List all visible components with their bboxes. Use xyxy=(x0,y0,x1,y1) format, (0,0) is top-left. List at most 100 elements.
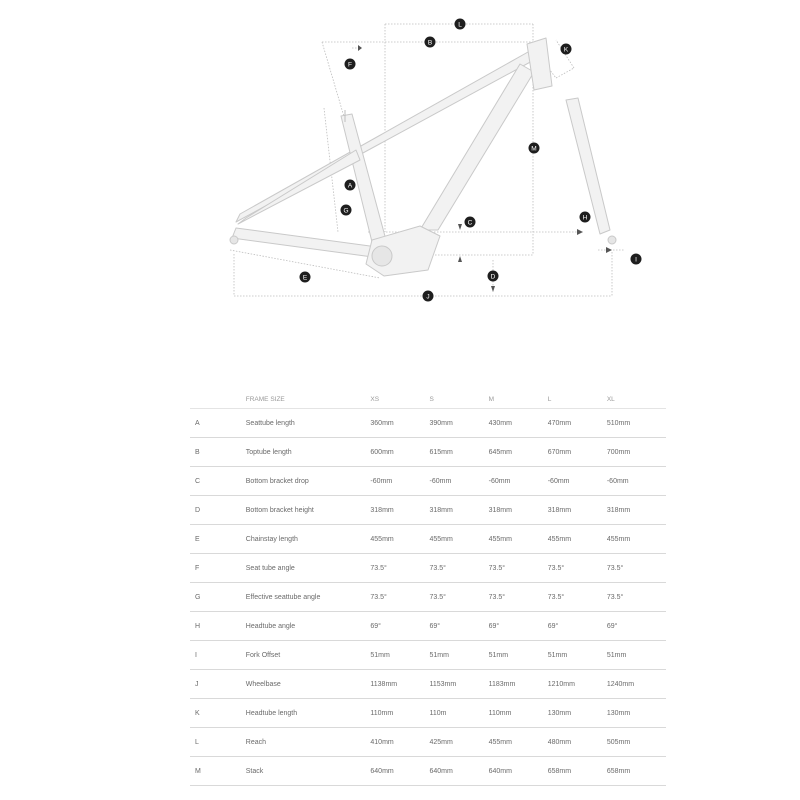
row-value: 658mm xyxy=(606,756,666,786)
svg-text:J: J xyxy=(426,294,429,301)
row-value: 410mm xyxy=(370,727,430,757)
row-value: 505mm xyxy=(606,727,666,757)
marker-G: G xyxy=(340,204,352,216)
marker-D: D xyxy=(487,270,499,282)
row-key: J xyxy=(190,669,246,699)
row-value: 670mm xyxy=(547,437,607,467)
svg-text:A: A xyxy=(348,183,353,190)
row-value: 1183mm xyxy=(488,669,548,699)
marker-K: K xyxy=(560,43,572,55)
svg-text:C: C xyxy=(468,220,473,227)
row-value: 69° xyxy=(429,611,489,641)
row-value: 318mm xyxy=(606,495,666,525)
row-key: E xyxy=(190,524,246,554)
row-label: Stack xyxy=(245,756,371,786)
row-value: 455mm xyxy=(606,524,666,554)
marker-E: E xyxy=(299,271,311,283)
row-value: 73.5° xyxy=(606,582,666,612)
row-key: K xyxy=(190,698,246,728)
row-value: 73.5° xyxy=(488,582,548,612)
row-value: 470mm xyxy=(547,408,607,438)
row-key: G xyxy=(190,582,246,612)
row-label: Seat tube angle xyxy=(245,553,371,583)
seat-tube xyxy=(340,113,387,243)
row-value: 700mm xyxy=(606,437,666,467)
row-value: 510mm xyxy=(606,408,666,438)
row-value: 455mm xyxy=(429,524,489,554)
row-key: A xyxy=(190,408,246,438)
row-value: 430mm xyxy=(488,408,548,438)
svg-text:L: L xyxy=(458,22,462,29)
row-label: Bottom bracket drop xyxy=(245,466,371,496)
row-value: 455mm xyxy=(488,524,548,554)
row-value: 645mm xyxy=(488,437,548,467)
row-value: -60mm xyxy=(547,466,607,496)
row-value: 73.5° xyxy=(429,582,489,612)
marker-B: B xyxy=(424,36,436,48)
chain-stay xyxy=(231,227,386,259)
row-value: 1138mm xyxy=(370,669,430,699)
fork xyxy=(565,97,611,235)
row-value: 110mm xyxy=(488,698,548,728)
row-key: F xyxy=(190,553,246,583)
row-value: 73.5° xyxy=(606,553,666,583)
row-value: 318mm xyxy=(370,495,430,525)
header-size-xl: XL xyxy=(606,390,666,409)
row-value: 69° xyxy=(547,611,607,641)
row-value: 640mm xyxy=(370,756,430,786)
row-value: 51mm xyxy=(547,640,607,670)
row-value: 318mm xyxy=(488,495,548,525)
row-key: L xyxy=(190,727,246,757)
row-key: I xyxy=(190,640,246,670)
row-label: Reach xyxy=(245,727,371,757)
row-value: 425mm xyxy=(429,727,489,757)
row-value: 130mm xyxy=(606,698,666,728)
row-value: 73.5° xyxy=(488,553,548,583)
row-value: 69° xyxy=(488,611,548,641)
row-label: Effective seattube angle xyxy=(245,582,371,612)
row-value: 73.5° xyxy=(429,553,489,583)
seat-stay xyxy=(237,149,361,225)
header-frame-size: FRAME SIZE xyxy=(245,390,371,409)
header-size-xs: XS xyxy=(370,390,430,409)
svg-text:D: D xyxy=(491,274,496,281)
row-label: Seattube length xyxy=(245,408,371,438)
row-value: 615mm xyxy=(429,437,489,467)
row-value: 455mm xyxy=(370,524,430,554)
header-size-l: L xyxy=(547,390,607,409)
row-value: 1153mm xyxy=(429,669,489,699)
frame-geometry-diagram: L B K F M A G C H I D E J xyxy=(229,18,642,302)
row-value: 318mm xyxy=(429,495,489,525)
row-value: -60mm xyxy=(370,466,430,496)
row-value: 51mm xyxy=(606,640,666,670)
row-label: Chainstay length xyxy=(245,524,371,554)
header-key xyxy=(190,390,246,409)
row-value: 640mm xyxy=(488,756,548,786)
row-key: C xyxy=(190,466,246,496)
marker-H: H xyxy=(579,211,591,223)
header-size-s: S xyxy=(429,390,489,409)
row-value: 1240mm xyxy=(606,669,666,699)
row-value: 1210mm xyxy=(547,669,607,699)
svg-text:F: F xyxy=(348,62,352,69)
row-value: 455mm xyxy=(488,727,548,757)
row-value: 600mm xyxy=(370,437,430,467)
row-value: 360mm xyxy=(370,408,430,438)
row-value: 73.5° xyxy=(370,582,430,612)
marker-A: A xyxy=(344,179,356,191)
row-value: 110mm xyxy=(370,698,430,728)
row-value: 51mm xyxy=(429,640,489,670)
bike-frame xyxy=(229,37,617,277)
row-label: Bottom bracket height xyxy=(245,495,371,525)
